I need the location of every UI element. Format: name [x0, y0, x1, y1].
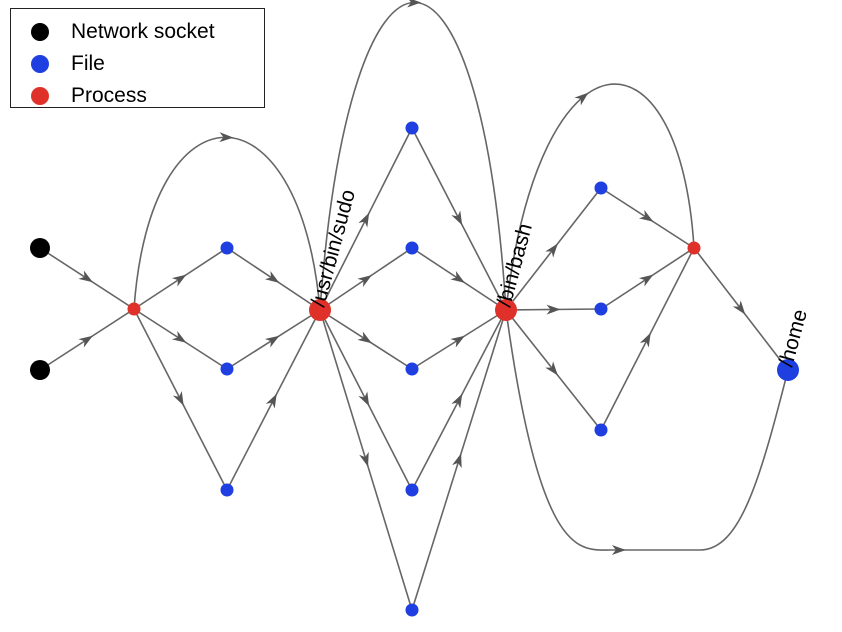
file-marker-icon — [31, 55, 49, 73]
edge-f9-to-p2-arrow-icon — [638, 210, 654, 222]
edge-sudo-to-bash — [319, 2, 507, 311]
node-file-f5 — [405, 241, 419, 255]
edge-p1-to-sudo-arrow-icon — [219, 132, 234, 143]
edge-p1-to-f1-arrow-icon — [171, 274, 187, 287]
edge-s2-to-p1-arrow-icon — [78, 335, 93, 348]
node-file-f8 — [405, 603, 419, 617]
edge-bash-to-f10-arrow-icon — [546, 304, 561, 315]
edge-f10-to-p2-arrow-icon — [638, 274, 654, 287]
legend-label-process: Process — [71, 84, 147, 107]
edge-f4-to-bash-arrow-icon — [451, 210, 463, 226]
edge-bash-to-home-arrow-icon — [611, 545, 626, 555]
node-file-f11 — [594, 423, 608, 437]
node-file-f2 — [220, 362, 234, 376]
edge-f5-to-bash-arrow-icon — [450, 270, 465, 283]
node-file-f6 — [405, 362, 419, 376]
legend-label-file: File — [71, 52, 105, 75]
edge-sudo-to-f4-arrow-icon — [358, 212, 370, 228]
node-process-p2 — [687, 241, 701, 255]
node-file-f4 — [405, 121, 419, 135]
legend-item-network-socket: Network socket — [31, 17, 215, 47]
edge-sudo-to-f8-arrow-icon — [359, 451, 369, 467]
network-socket-marker-icon — [31, 23, 49, 41]
edge-bash-to-f9-arrow-icon — [545, 243, 558, 258]
node-file-f1 — [220, 241, 234, 255]
node-file-f9 — [594, 181, 608, 195]
edge-s1-to-p1-arrow-icon — [78, 270, 93, 283]
process-marker-icon — [31, 87, 49, 105]
edge-sudo-to-f6-arrow-icon — [357, 331, 372, 344]
graph-arrows — [78, 0, 746, 555]
edge-sudo-to-f7-arrow-icon — [358, 391, 370, 407]
edge-p2-to-home-arrow-icon — [732, 300, 746, 315]
node-socket-s1 — [30, 238, 50, 258]
node-socket-s2 — [30, 360, 50, 380]
edge-sudo-to-f5-arrow-icon — [357, 275, 372, 288]
edge-bash-to-f11-arrow-icon — [545, 361, 558, 376]
edge-p1-to-f3-arrow-icon — [172, 390, 184, 406]
legend-label-network-socket: Network socket — [71, 20, 215, 43]
edge-bash-to-home — [505, 309, 789, 551]
legend-item-process: Process — [31, 81, 147, 111]
edge-f2-to-sudo-arrow-icon — [264, 335, 280, 348]
edge-f8-to-bash-arrow-icon — [452, 453, 462, 469]
edge-f6-to-bash-arrow-icon — [450, 335, 465, 348]
node-process-sudo — [309, 299, 331, 321]
graph-labels: /usr/bin/sudo/bin/bash/home — [307, 187, 812, 369]
edge-f7-to-bash-arrow-icon — [451, 393, 463, 409]
graph-nodes — [30, 121, 799, 617]
legend: Network socket File Process — [10, 8, 265, 108]
node-file-f10 — [594, 302, 608, 316]
edge-f1-to-sudo-arrow-icon — [264, 270, 280, 283]
edge-f11-to-p2-arrow-icon — [639, 332, 651, 348]
legend-item-file: File — [31, 49, 105, 79]
edge-p1-to-sudo — [133, 136, 321, 311]
node-label-home: /home — [775, 307, 812, 369]
edge-f3-to-sudo-arrow-icon — [265, 393, 277, 409]
edge-p1-to-f2-arrow-icon — [171, 331, 187, 343]
edge-sudo-to-bash-arrow-icon — [407, 0, 422, 8]
node-process-bash — [495, 299, 517, 321]
node-file-f3 — [220, 483, 234, 497]
node-file-home — [777, 359, 799, 381]
node-process-p1 — [127, 302, 141, 316]
edge-bash-to-p2-arrow-icon — [574, 92, 589, 106]
node-file-f7 — [405, 483, 419, 497]
edge-bash-to-p2 — [505, 83, 695, 311]
